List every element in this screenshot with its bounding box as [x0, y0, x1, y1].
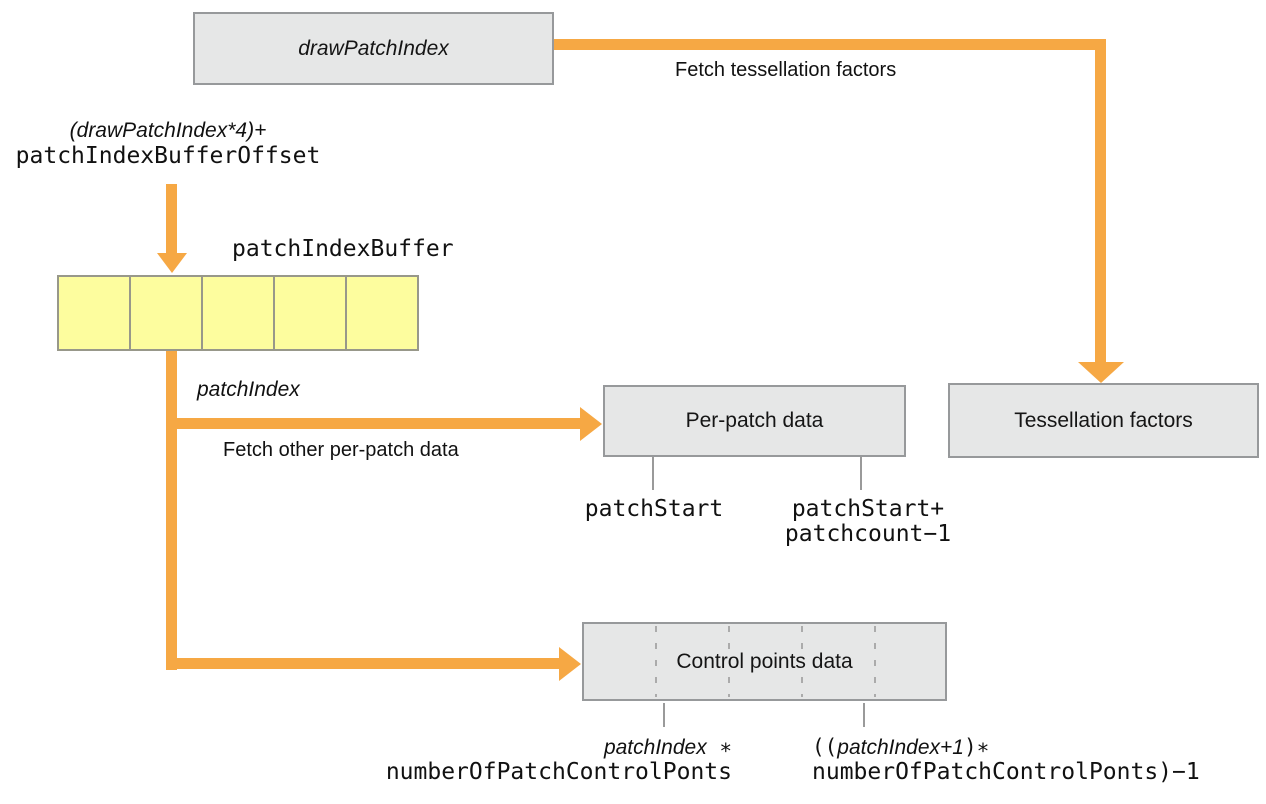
node-control-points-data-label: Control points data: [664, 649, 865, 674]
annotation-patch-end: patchStart+ patchcount−1: [785, 497, 951, 547]
node-draw-patch-index: drawPatchIndex: [193, 12, 554, 85]
tick-patch-end: [860, 457, 862, 490]
node-tessellation-factors: Tessellation factors: [948, 383, 1259, 458]
edge-label-fetch-tessellation: Fetch tessellation factors: [675, 59, 897, 81]
annotation-buffer-offset-expression: (drawPatchIndex*4)+ patchIndexBufferOffs…: [12, 119, 324, 170]
edge-label-fetch-per-patch: Fetch other per-patch data: [223, 439, 459, 461]
arrow-main-vertical-shaft: [166, 351, 177, 670]
arrow-control-points-shaft: [166, 658, 559, 669]
control-start-italic: patchIndex: [603, 736, 707, 759]
arrow-fetch-tess-vertical-shaft: [1095, 39, 1106, 362]
arrow-fetch-per-patch-shaft: [166, 418, 580, 429]
node-draw-patch-index-label: drawPatchIndex: [298, 36, 449, 60]
tick-control-start: [663, 703, 665, 727]
arrow-into-buffer-shaft: [166, 184, 177, 253]
control-start-line2: numberOfPatchControlPonts: [385, 759, 732, 785]
control-points-divider: [874, 626, 876, 697]
buffer-cell: [59, 277, 131, 349]
node-tessellation-factors-label: Tessellation factors: [1014, 408, 1193, 432]
patch-end-line1: patchStart+: [791, 496, 945, 522]
buffer-cell: [347, 277, 417, 349]
arrow-fetch-per-patch-head: [580, 407, 602, 441]
control-start-operator: ∗: [706, 735, 732, 759]
annotation-control-end: ((patchIndex+1)∗ numberOfPatchControlPon…: [812, 735, 1200, 785]
arrow-control-points-head: [559, 647, 581, 681]
node-control-points-data: Control points data: [582, 622, 947, 701]
control-end-line2: numberOfPatchControlPonts)−1: [812, 759, 1200, 785]
node-patch-index-buffer: [57, 275, 419, 351]
patch-start-text: patchStart: [584, 496, 724, 522]
buffer-cell: [275, 277, 347, 349]
arrow-fetch-tess-head: [1078, 362, 1124, 383]
tick-control-end: [863, 703, 865, 727]
annotation-patch-start: patchStart: [585, 497, 723, 522]
control-points-divider: [655, 626, 657, 697]
control-end-close-paren: )∗: [963, 735, 990, 759]
annotation-control-start: patchIndex ∗ numberOfPatchControlPonts: [380, 735, 732, 785]
control-end-italic: patchIndex+1: [837, 736, 964, 759]
buffer-cell: [131, 277, 203, 349]
tick-patch-start: [652, 457, 654, 490]
node-per-patch-data-label: Per-patch data: [685, 409, 824, 432]
control-end-open-paren: ((: [812, 735, 838, 759]
arrow-into-buffer-head: [157, 253, 187, 273]
patch-end-line2: patchcount−1: [784, 521, 952, 547]
node-patch-index-buffer-label: patchIndexBuffer: [232, 236, 454, 262]
annotation-patch-index: patchIndex: [197, 378, 300, 401]
node-per-patch-data: Per-patch data: [603, 385, 906, 457]
arrow-fetch-tess-horizontal-shaft: [554, 39, 1106, 50]
buffer-cell: [203, 277, 275, 349]
offset-expr-line2: patchIndexBufferOffset: [15, 143, 321, 169]
offset-expr-line1: (drawPatchIndex*4)+: [69, 119, 267, 142]
